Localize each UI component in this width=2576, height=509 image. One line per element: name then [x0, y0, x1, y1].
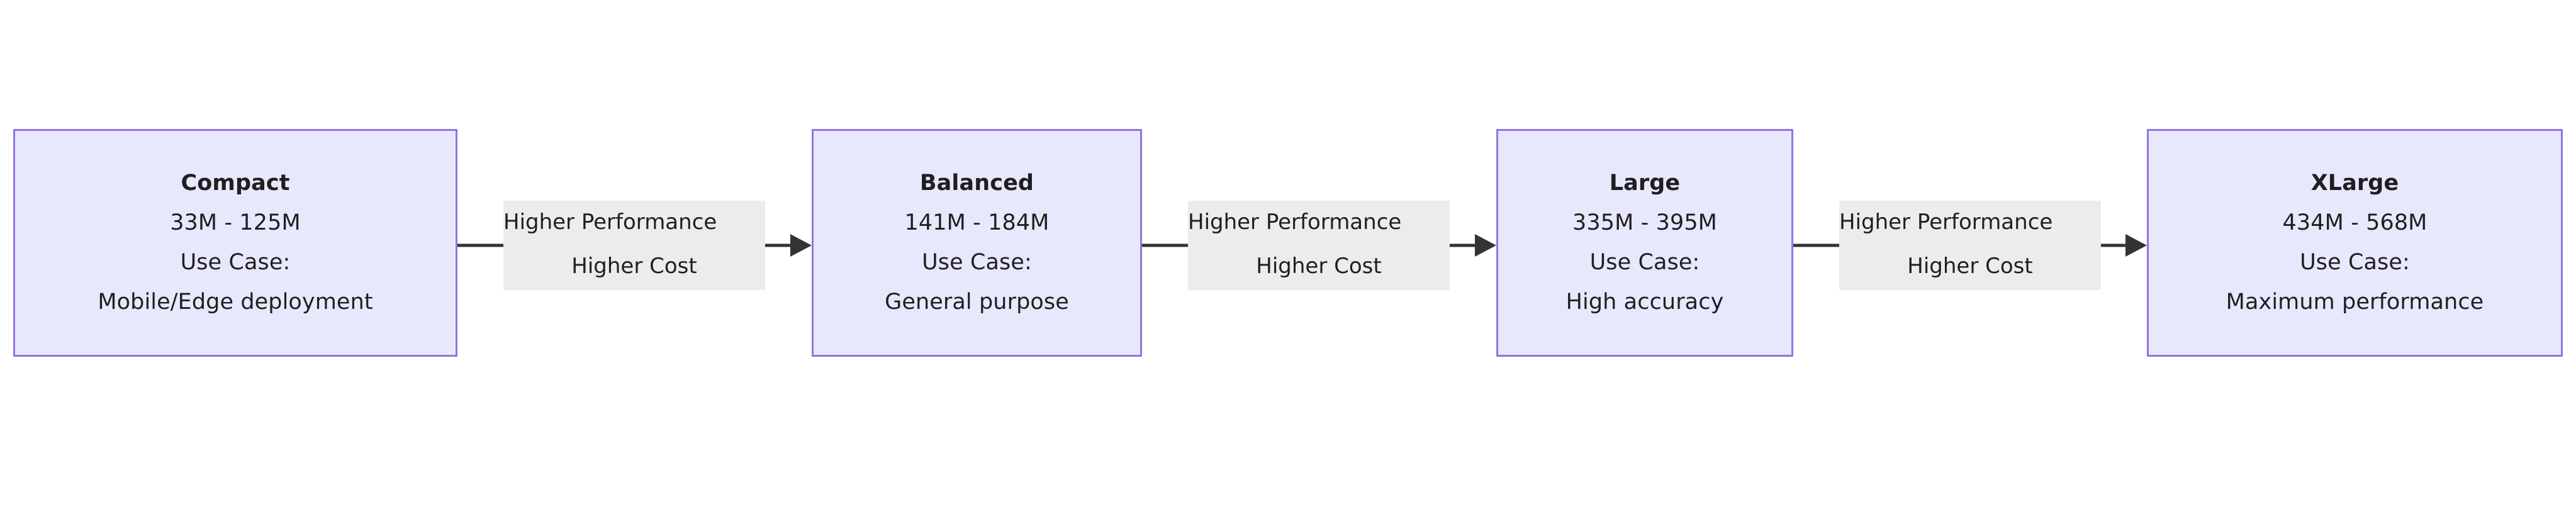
- edge-compact-to-balanced-label: Higher Performance Higher Cost: [503, 201, 765, 290]
- edge-balanced-to-large-arrowhead: [1475, 234, 1496, 257]
- edge-compact-to-balanced-arrowhead: [790, 234, 812, 257]
- node-xlarge[interactable]: XLarge 434M - 568M Use Case: Maximum per…: [2147, 129, 2563, 357]
- node-xlarge-title: XLarge: [2310, 171, 2399, 196]
- edge-balanced-to-large-label: Higher Performance Higher Cost: [1188, 201, 1450, 290]
- node-compact[interactable]: Compact 33M - 125M Use Case: Mobile/Edge…: [13, 129, 457, 357]
- node-balanced[interactable]: Balanced 141M - 184M Use Case: General p…: [812, 129, 1142, 357]
- node-compact-params: 33M - 125M: [170, 210, 301, 235]
- edge-compact-to-balanced-label-bottom: Higher Cost: [571, 254, 697, 279]
- edge-balanced-to-large-label-top: Higher Performance: [1188, 210, 1402, 235]
- node-xlarge-usecase-label: Use Case:: [2300, 250, 2410, 275]
- node-compact-usecase: Mobile/Edge deployment: [98, 289, 373, 315]
- node-large-usecase: High accuracy: [1565, 289, 1724, 315]
- node-compact-title: Compact: [181, 171, 290, 196]
- node-large[interactable]: Large 335M - 395M Use Case: High accurac…: [1496, 129, 1793, 357]
- node-large-title: Large: [1609, 171, 1681, 196]
- node-balanced-title: Balanced: [919, 171, 1034, 196]
- node-xlarge-usecase: Maximum performance: [2226, 289, 2484, 315]
- node-compact-usecase-label: Use Case:: [180, 250, 291, 275]
- edge-balanced-to-large-label-bottom: Higher Cost: [1256, 254, 1382, 279]
- node-balanced-params: 141M - 184M: [904, 210, 1050, 235]
- node-xlarge-params: 434M - 568M: [2282, 210, 2428, 235]
- edge-large-to-xlarge-label-top: Higher Performance: [1839, 210, 2053, 235]
- edge-large-to-xlarge-label: Higher Performance Higher Cost: [1839, 201, 2101, 290]
- edge-large-to-xlarge-arrowhead: [2125, 234, 2147, 257]
- node-large-usecase-label: Use Case:: [1589, 250, 1700, 275]
- node-balanced-usecase-label: Use Case:: [922, 250, 1032, 275]
- edge-large-to-xlarge-label-bottom: Higher Cost: [1907, 254, 2033, 279]
- edge-compact-to-balanced-label-top: Higher Performance: [503, 210, 717, 235]
- node-large-params: 335M - 395M: [1572, 210, 1717, 235]
- node-balanced-usecase: General purpose: [885, 289, 1069, 315]
